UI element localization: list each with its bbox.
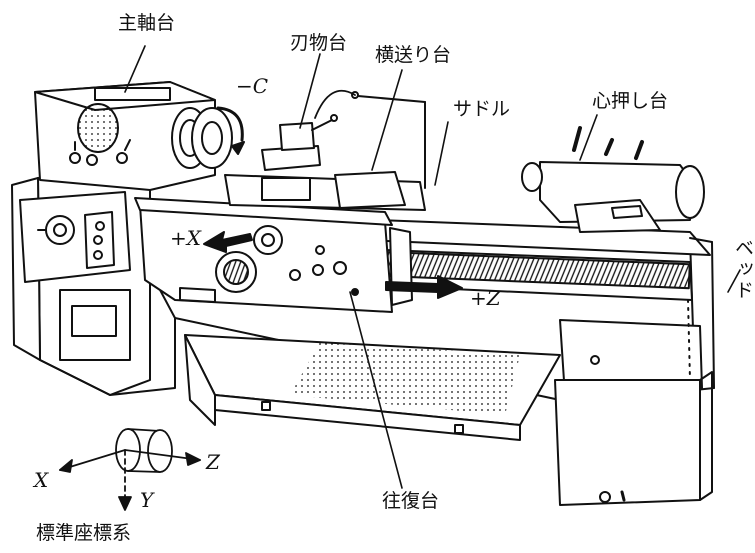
plus-z-label: +Z [470, 286, 501, 310]
headstock-label: 主軸台 [118, 12, 176, 34]
chip-pan [184, 334, 561, 441]
right-leg [554, 371, 713, 506]
minus-c-label: −C [236, 74, 269, 98]
motion-arrows [203, 231, 463, 299]
carriage-label: 往復台 [382, 490, 440, 512]
plus-z-arrow [385, 275, 463, 299]
y-axis-label: Y [140, 488, 154, 512]
x-axis-label: X [34, 468, 49, 492]
bed-label: ベッド [732, 238, 754, 301]
headstock [34, 81, 245, 191]
plus-x-arrow [203, 231, 253, 253]
cross-slide-label: 横送り台 [375, 44, 452, 66]
carriage [134, 197, 413, 313]
cross-slide [224, 89, 426, 211]
tailstock-label: 心押し台 [592, 90, 669, 112]
leader-lines [124, 45, 741, 489]
z-axis-label: Z [206, 450, 220, 474]
saddle-label: サドル [453, 98, 511, 120]
coordinate-system-figure [59, 428, 201, 511]
standard-coords-label: 標準座標系 [36, 522, 132, 544]
plus-x-label: +X [170, 226, 201, 250]
tailstock [521, 126, 705, 233]
tool-post-label: 刃物台 [290, 32, 348, 54]
left-cabinet [11, 167, 176, 396]
